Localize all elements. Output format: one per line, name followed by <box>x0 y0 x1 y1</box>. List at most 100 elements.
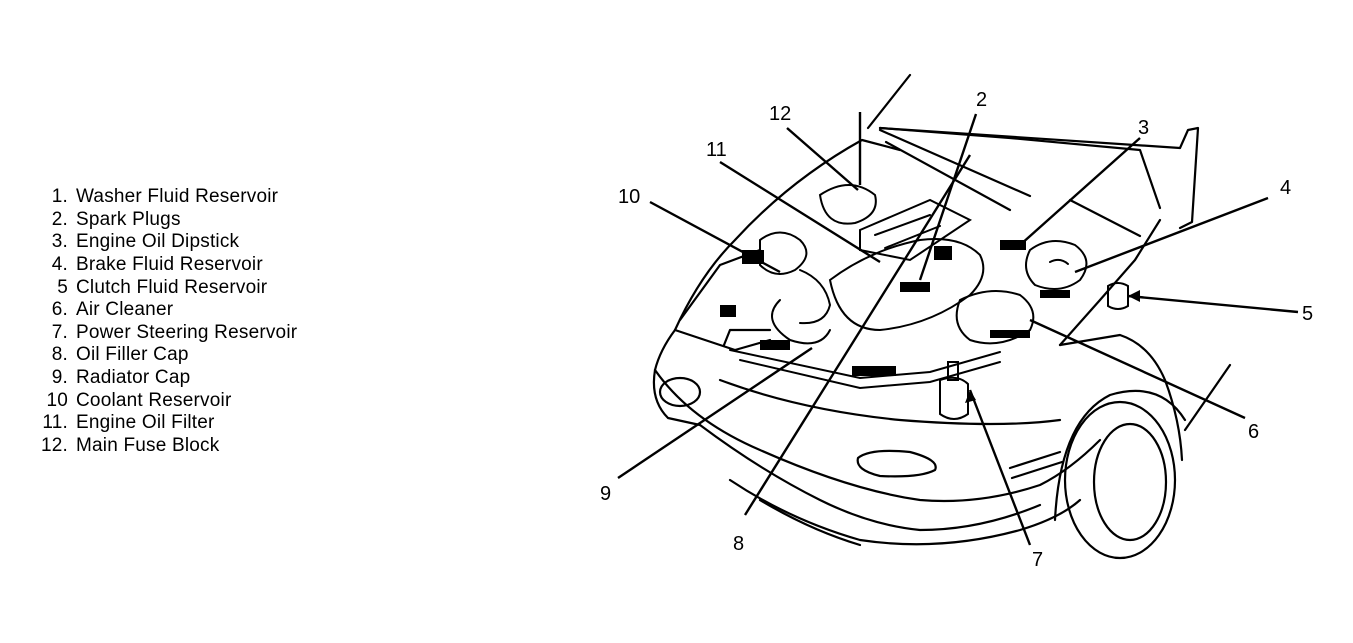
front-bumper <box>653 368 1102 503</box>
engine-bay-dark-details <box>720 240 1070 376</box>
callout-numbers: 12 11 10 2 3 4 5 6 7 8 9 <box>600 89 1313 571</box>
legend-label: Engine Oil Dipstick <box>76 231 240 253</box>
leader-line-5 <box>1127 294 1299 314</box>
callout-5: 5 <box>1302 303 1313 325</box>
leader-line-8 <box>743 154 972 516</box>
legend-number: 3. <box>51 231 68 253</box>
brake-master-cylinder <box>1025 240 1088 290</box>
legend-label: Coolant Reservoir <box>76 389 232 411</box>
right-fender <box>1058 333 1184 462</box>
clutch-reservoir <box>1107 282 1129 310</box>
shade-block <box>852 366 896 376</box>
wiper-blade <box>878 128 1142 238</box>
car-illustration <box>652 73 1232 560</box>
callout-12: 12 <box>769 103 791 125</box>
leader-line-7 <box>968 389 1032 546</box>
power-steering-reservoir <box>939 361 969 420</box>
legend-item: 4. Brake Fluid Reservoir <box>32 254 362 277</box>
leader-line-9 <box>617 347 813 479</box>
shade-block <box>934 246 952 260</box>
legend-item: 10 Coolant Reservoir <box>32 389 362 412</box>
hood-opening-outline <box>673 138 1162 352</box>
front-wheel-hub <box>1092 422 1168 542</box>
shade-block <box>900 282 930 292</box>
valve-cover <box>859 198 972 262</box>
component-legend: 1. Washer Fluid Reservoir 2. Spark Plugs 3… <box>32 186 362 457</box>
legend-item: 12. Main Fuse Block <box>32 435 362 458</box>
shade-block <box>990 330 1030 338</box>
nose-crease <box>718 378 1062 426</box>
legend-number: 10 <box>46 389 68 411</box>
legend-item: 3. Engine Oil Dipstick <box>32 231 362 254</box>
leader-line-11 <box>719 160 881 264</box>
legend-item: 5 Clutch Fluid Reservoir <box>32 276 362 299</box>
legend-number: 2. <box>51 208 68 230</box>
engine-hoses <box>759 231 832 345</box>
chin-line <box>758 498 862 547</box>
legend-label: Engine Oil Filter <box>76 412 215 434</box>
legend-label: Brake Fluid Reservoir <box>76 254 263 276</box>
shade-block <box>1040 290 1070 298</box>
legend-item: 11. Engine Oil Filter <box>32 412 362 435</box>
legend-number: 6. <box>51 299 68 321</box>
shade-block <box>1000 240 1026 250</box>
legend-number: 1. <box>51 186 68 208</box>
side-marker <box>1008 450 1064 480</box>
legend-number: 7. <box>51 321 68 343</box>
wheel-arch <box>1053 389 1187 522</box>
engine-bay-edge <box>678 248 772 347</box>
callout-9: 9 <box>600 483 611 505</box>
leader-line-4 <box>1074 196 1269 274</box>
callout-4: 4 <box>1280 177 1291 199</box>
leader-line-10 <box>649 200 781 274</box>
callout-10: 10 <box>618 186 640 208</box>
fender-edge <box>1183 363 1232 432</box>
windshield-lower <box>878 126 1162 210</box>
legend-item: 1. Washer Fluid Reservoir <box>32 186 362 209</box>
callout-7: 7 <box>1032 549 1043 571</box>
bumper-bottom <box>728 478 1082 546</box>
leader-arrowheads <box>965 290 1140 403</box>
legend-number: 4. <box>51 254 68 276</box>
legend-item: 6. Air Cleaner <box>32 299 362 322</box>
left-turn-light <box>658 376 702 408</box>
legend-item: 7. Power Steering Reservoir <box>32 322 362 345</box>
bumper-lower <box>698 423 1042 532</box>
shade-block <box>720 305 736 317</box>
legend-number: 9. <box>51 367 68 389</box>
fuse-block <box>818 184 877 225</box>
arrowhead-7 <box>965 390 976 403</box>
legend-item: 9. Radiator Cap <box>32 367 362 390</box>
callout-3: 3 <box>1138 117 1149 139</box>
shade-block <box>760 340 790 350</box>
legend-label: Clutch Fluid Reservoir <box>76 276 268 298</box>
arrowhead-5 <box>1128 290 1140 302</box>
legend-label: Spark Plugs <box>76 208 181 230</box>
legend-label: Radiator Cap <box>76 367 191 389</box>
front-wheel <box>1063 400 1177 560</box>
legend-label: Oil Filler Cap <box>76 344 189 366</box>
legend-number: 5 <box>57 276 68 298</box>
callout-6: 6 <box>1248 421 1259 443</box>
leader-line-2 <box>918 113 978 281</box>
legend-label: Washer Fluid Reservoir <box>76 186 279 208</box>
legend-item: 8. Oil Filler Cap <box>32 344 362 367</box>
callout-8: 8 <box>733 533 744 555</box>
legend-number: 11. <box>42 412 68 434</box>
legend-label: Main Fuse Block <box>76 434 220 456</box>
leader-line-3 <box>1019 137 1141 246</box>
legend-label: Air Cleaner <box>76 299 174 321</box>
legend-label: Power Steering Reservoir <box>76 321 298 343</box>
legend-number: 8. <box>51 344 68 366</box>
right-turn-light <box>856 449 937 478</box>
leader-line-12 <box>786 127 859 191</box>
leader-line-6 <box>1029 318 1246 420</box>
legend-number: 12. <box>40 434 68 456</box>
callout-11: 11 <box>706 139 727 161</box>
legend-item: 2. Spark Plugs <box>32 209 362 232</box>
intake-manifold <box>828 238 985 332</box>
windshield-frame <box>866 73 1200 230</box>
leader-lines <box>617 112 1299 546</box>
callout-2: 2 <box>976 89 987 111</box>
